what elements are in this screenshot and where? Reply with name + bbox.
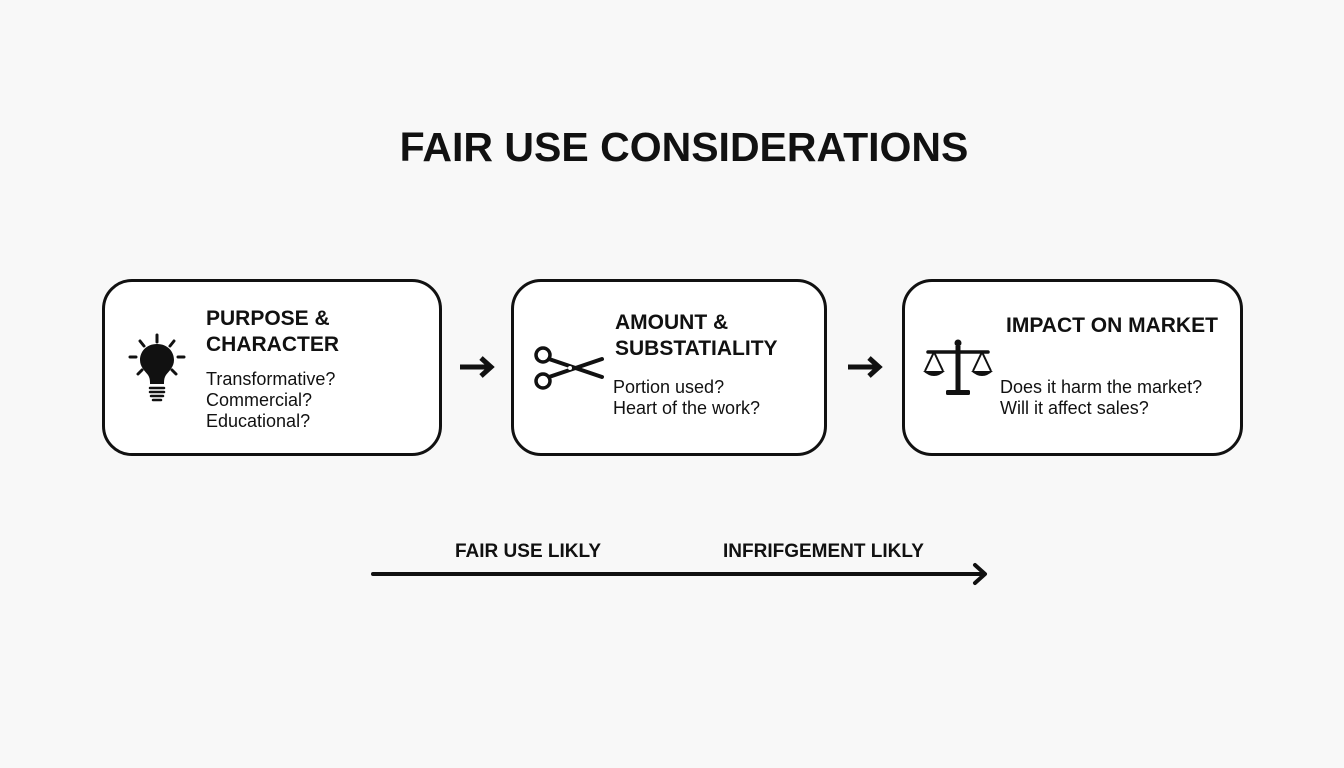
- factor-questions: Portion used? Heart of the work?: [613, 377, 761, 418]
- factor-title: AMOUNT & SUBSTATIALITY: [615, 311, 778, 360]
- fair-use-likely-label: FAIR USE LIKLY: [455, 541, 602, 562]
- factor-card-market: IMPACT ON MARKET Does it harm the market…: [902, 279, 1243, 456]
- factor-card-amount: AMOUNT & SUBSTATIALITY Portion used? Hea…: [511, 279, 827, 456]
- page-title: FAIR USE CONSIDERATIONS: [399, 124, 969, 170]
- factor-questions: Transformative? Commercial? Educational?: [206, 369, 336, 431]
- scissors-icon: [534, 346, 604, 390]
- factor-title: PURPOSE & CHARACTER: [206, 307, 339, 356]
- arrow-right-icon: [848, 356, 883, 378]
- factor-title: IMPACT ON MARKET: [1006, 314, 1218, 337]
- factor-card-purpose: PURPOSE & CHARACTER Transformative? Comm…: [102, 279, 442, 456]
- scales-icon: [923, 339, 993, 395]
- infringement-likely-label: INFRIFGEMENT LIKLY: [723, 541, 924, 562]
- factor-questions: Does it harm the market? Will it affect …: [1000, 377, 1203, 418]
- arrow-right-icon: [460, 356, 495, 378]
- lightbulb-icon: [128, 333, 186, 402]
- spectrum-arrow: [371, 563, 987, 585]
